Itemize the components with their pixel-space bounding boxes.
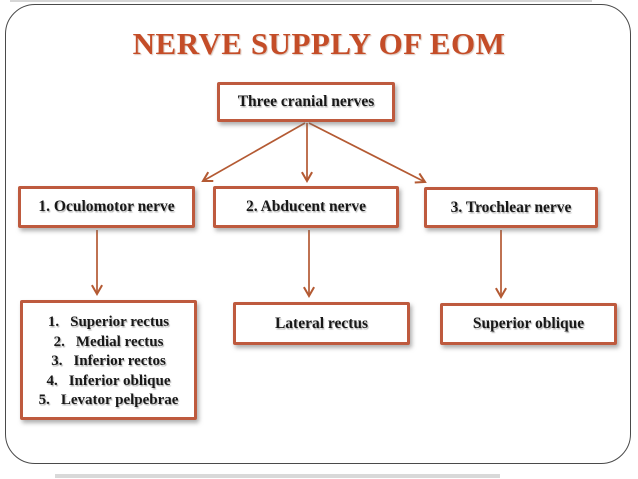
node-label: 3. Trochlear nerve bbox=[450, 198, 572, 216]
node-label: Superior oblique bbox=[472, 315, 585, 332]
bottom-edge-line bbox=[55, 474, 500, 478]
top-edge-line bbox=[10, 0, 592, 2]
node-three-cranial-nerves[interactable]: Three cranial nerves bbox=[217, 82, 395, 122]
node-abducent-nerve[interactable]: 2. Abducent nerve bbox=[213, 186, 399, 228]
node-label: Lateral rectus bbox=[274, 314, 369, 332]
page-title: NERVE SUPPLY OF EOM bbox=[132, 26, 506, 61]
muscle-list-item: Medial rectus bbox=[75, 333, 164, 350]
node-lateral-rectus[interactable]: Lateral rectus bbox=[233, 302, 410, 345]
node-label: 2. Abducent nerve bbox=[245, 198, 367, 215]
muscle-list-item: Inferior rectos bbox=[73, 353, 166, 369]
node-label: 1. Oculomotor nerve bbox=[38, 198, 175, 215]
node-label: Three cranial nerves bbox=[237, 93, 375, 110]
node-trochlear-nerve[interactable]: 3. Trochlear nerve bbox=[424, 187, 598, 228]
node-superior-oblique[interactable]: Superior oblique bbox=[440, 303, 617, 345]
node-oculomotor-nerve[interactable]: 1. Oculomotor nerve bbox=[18, 186, 195, 228]
muscle-list-item: Levator pelpebrae bbox=[60, 392, 179, 408]
muscle-list-item: Superior rectus bbox=[70, 314, 170, 330]
muscle-list-item: Inferior oblique bbox=[68, 372, 171, 389]
